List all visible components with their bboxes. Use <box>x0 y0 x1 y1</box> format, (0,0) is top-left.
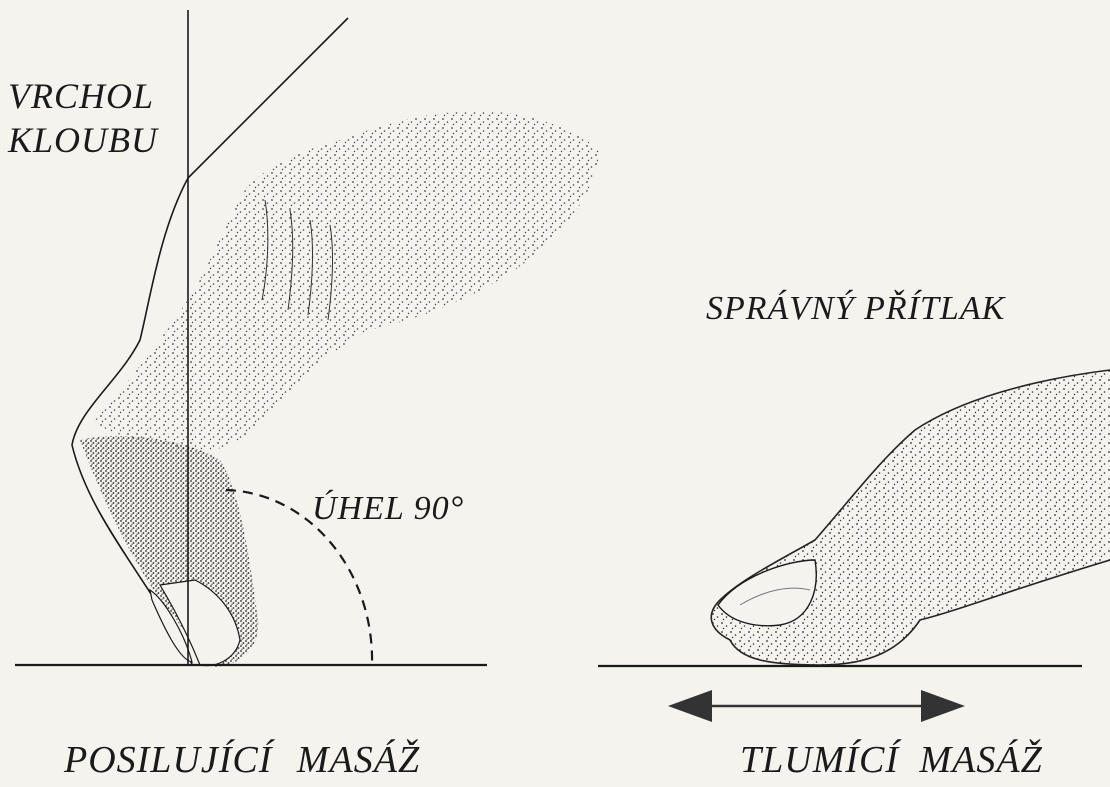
label-kloubu: KLOUBU <box>8 118 158 162</box>
finger-upper <box>95 111 600 452</box>
arrow-right-head <box>921 690 965 722</box>
caption-soothing-massage: TLUMÍCÍ MASÁŽ <box>740 738 1043 782</box>
label-angle: ÚHEL 90° <box>312 490 464 528</box>
double-arrow <box>668 690 965 722</box>
label-vrchol: VRCHOL <box>8 74 154 118</box>
caption-strengthening-massage: POSILUJÍCÍ MASÁŽ <box>64 738 420 782</box>
angled-finger <box>711 370 1110 665</box>
arrow-left-head <box>668 690 712 722</box>
label-correct-pressure: SPRÁVNÝ PŘÍTLAK <box>706 290 1005 328</box>
